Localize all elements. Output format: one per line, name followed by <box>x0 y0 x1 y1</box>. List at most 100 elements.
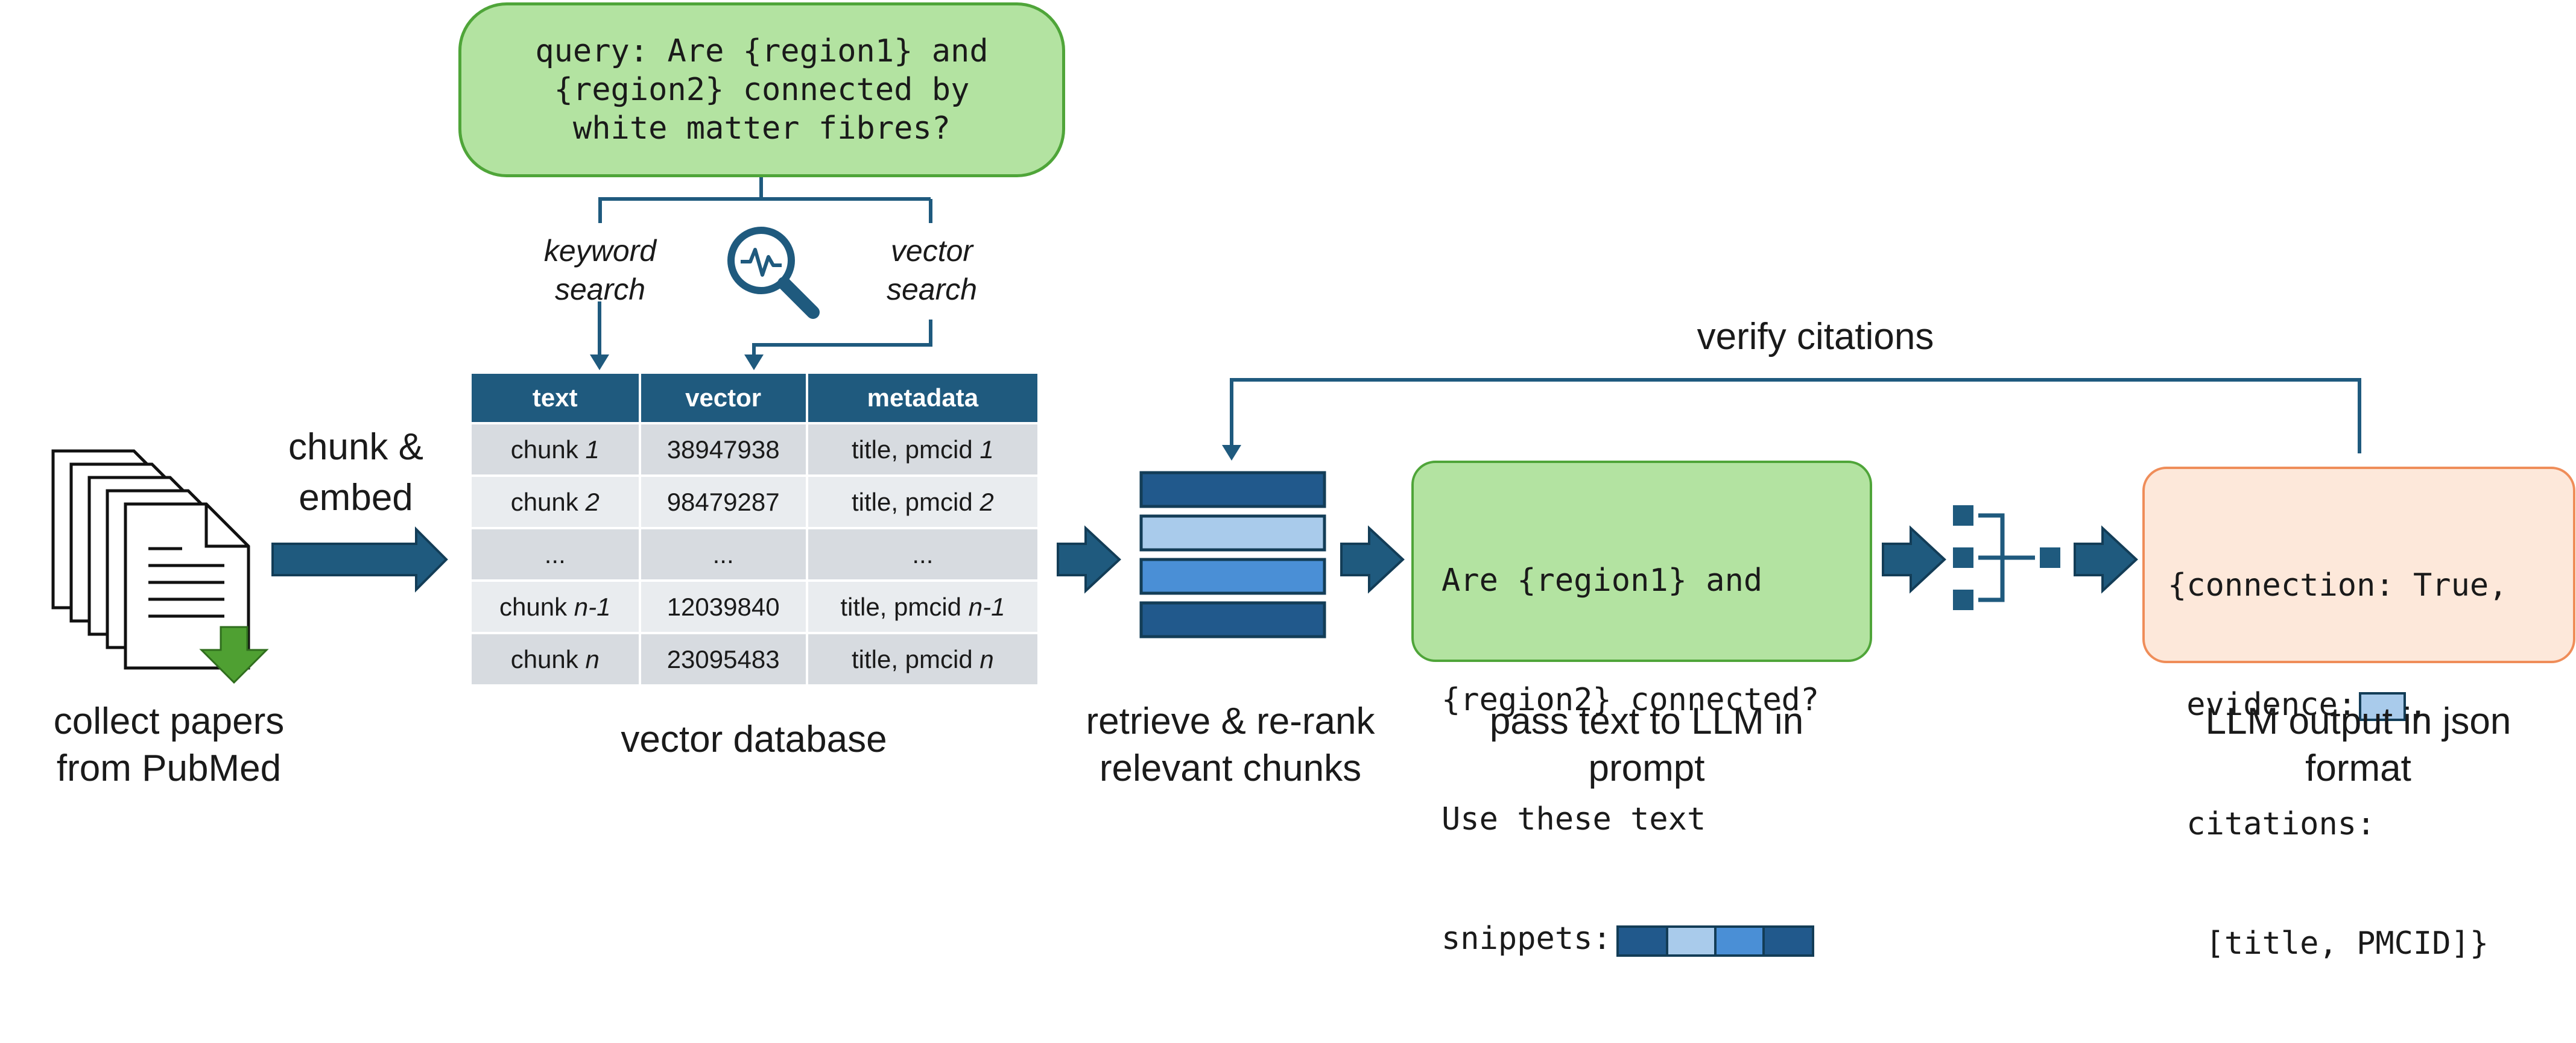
keyword-search-arrow <box>590 301 609 370</box>
metadata-cell: title, pmcid n <box>808 634 1037 684</box>
caption-retrieve: retrieve & re-rank relevant chunks <box>1037 698 1423 792</box>
chunk-id: 1 <box>585 435 600 464</box>
caption-retrieve-line-2: relevant chunks <box>1099 748 1362 789</box>
metadata-id: n <box>979 644 994 673</box>
document-stack-icon <box>51 449 250 670</box>
prompt-to-network-arrow <box>1882 525 1946 594</box>
chunk-cell: chunk 1 <box>472 424 639 474</box>
query-line-3: white matter fibres? <box>572 110 951 147</box>
pipeline-diagram: query: Are {region1} and {region2} conne… <box>12 2 2575 962</box>
chunk-cell: chunk 2 <box>472 477 639 527</box>
vector-search-line-2: search <box>886 273 978 306</box>
snippet-bars-icon <box>1616 925 1814 957</box>
table-row: chunk n-1 12039840 title, pmcid n-1 <box>472 582 1037 632</box>
chunk-prefix: chunk <box>510 644 586 673</box>
table-row: chunk 1 38947938 title, pmcid 1 <box>472 424 1037 474</box>
metadata-cell: ... <box>808 529 1037 579</box>
table-to-retrieve-arrow <box>1057 525 1121 594</box>
connectors-layer <box>51 177 2361 684</box>
metadata-prefix: title, pmcid <box>840 592 969 621</box>
caption-collect: collect papers from PubMed <box>12 698 326 792</box>
query-box: query: Are {region1} and {region2} conne… <box>458 2 1065 177</box>
col-header-metadata: metadata <box>808 374 1037 422</box>
vector-database-table: text vector metadata chunk 1 38947938 ti… <box>469 371 1040 687</box>
vector-search-label: vector search <box>856 232 1007 309</box>
prompt-snippets-label: snippets: <box>1441 921 1612 957</box>
metadata-id: 1 <box>979 435 994 464</box>
query-text: query: Are {region1} and {region2} conne… <box>461 32 1062 148</box>
table-row: ... ... ... <box>472 529 1037 579</box>
magnifier-signal-icon <box>727 227 820 319</box>
caption-output-line-1: LLM output in json <box>2205 701 2511 742</box>
prompt-line-1: Are {region1} and <box>1441 562 1763 599</box>
metadata-prefix: title, pmcid <box>851 435 980 464</box>
caption-pass-line-2: prompt <box>1588 748 1705 789</box>
snippet-bars <box>1616 925 1815 957</box>
prompt-line-4: snippets: <box>1441 919 1819 959</box>
chunk-bar-1 <box>1139 471 1326 508</box>
output-line-2: evidence:, <box>2168 685 2508 725</box>
prompt-line-3: Use these text <box>1441 801 1706 837</box>
chunk-id: n-1 <box>574 592 611 621</box>
chunk-embed-arrow <box>271 526 448 593</box>
table-row: chunk n 23095483 title, pmcid n <box>472 634 1037 684</box>
chunk-embed-label: chunk & embed <box>259 422 452 523</box>
chunk-cell: chunk n-1 <box>472 582 639 632</box>
query-fork-connector <box>598 177 932 223</box>
metadata-cell: title, pmcid n-1 <box>808 582 1037 632</box>
metadata-prefix: title, pmcid <box>851 487 980 516</box>
chunk-embed-line-2: embed <box>299 477 413 518</box>
output-line-3: citations: <box>2168 806 2376 842</box>
evidence-chunk-icon <box>2359 692 2407 721</box>
output-line-1: {connection: True, <box>2168 567 2508 603</box>
evidence-suffix: , <box>2408 687 2428 723</box>
keyword-search-label: keyword search <box>525 232 676 309</box>
chunk-cell: chunk n <box>472 634 639 684</box>
keyword-search-line-1: keyword <box>543 234 657 268</box>
prompt-line-2: {region2} connected? <box>1441 682 1820 718</box>
network-icon <box>1953 505 2060 610</box>
col-header-text: text <box>472 374 639 422</box>
output-box: {connection: True, evidence:, citations:… <box>2142 467 2575 962</box>
caption-output: LLM output in json format <box>2147 698 2569 792</box>
chunk-bar-4 <box>1139 601 1326 638</box>
download-arrow-icon <box>199 626 269 684</box>
caption-retrieve-line-1: retrieve & re-rank <box>1086 701 1375 742</box>
chunk-cell: ... <box>472 529 639 579</box>
prompt-box: Are {region1} and {region2} connected? U… <box>1411 461 1872 957</box>
vector-cell: 23095483 <box>641 634 806 684</box>
vector-cell: 38947938 <box>641 424 806 474</box>
query-line-1: query: Are {region1} and <box>535 33 989 69</box>
vector-search-line-1: vector <box>890 234 973 268</box>
evidence-label: evidence: <box>2168 687 2357 723</box>
table-row: chunk 2 98479287 title, pmcid 2 <box>472 477 1037 527</box>
network-to-output-arrow <box>2074 525 2138 594</box>
metadata-prefix: title, pmcid <box>851 644 980 673</box>
chunk-prefix: chunk <box>510 487 586 516</box>
retrieved-chunks-stack <box>1139 471 1326 638</box>
chunk-prefix: chunk <box>510 435 586 464</box>
vector-cell: 12039840 <box>641 582 806 632</box>
caption-database-line-1: vector database <box>621 719 887 760</box>
metadata-cell: title, pmcid 2 <box>808 477 1037 527</box>
caption-output-line-2: format <box>2305 748 2411 789</box>
chunk-id: n <box>585 644 600 673</box>
metadata-id: 2 <box>979 487 994 516</box>
caption-pass-line-1: pass text to LLM in <box>1489 701 1804 742</box>
keyword-search-line-2: search <box>554 273 646 306</box>
query-line-2: {region2} connected by <box>554 72 970 108</box>
verify-citations-loop <box>1222 378 2361 461</box>
caption-collect-line-1: collect papers <box>53 701 285 742</box>
col-header-vector: vector <box>641 374 806 422</box>
vector-cell: ... <box>641 529 806 579</box>
metadata-id: n-1 <box>968 592 1005 621</box>
vector-cell: 98479287 <box>641 477 806 527</box>
metadata-cell: title, pmcid 1 <box>808 424 1037 474</box>
caption-database: vector database <box>543 716 965 763</box>
vector-search-arrow <box>744 320 932 370</box>
table-header-row: text vector metadata <box>472 374 1037 422</box>
chunk-embed-line-1: chunk & <box>288 426 424 468</box>
verify-citations-label: verify citations <box>1697 316 1934 358</box>
retrieve-to-prompt-arrow <box>1340 525 1405 594</box>
chunk-bar-3 <box>1139 558 1326 595</box>
